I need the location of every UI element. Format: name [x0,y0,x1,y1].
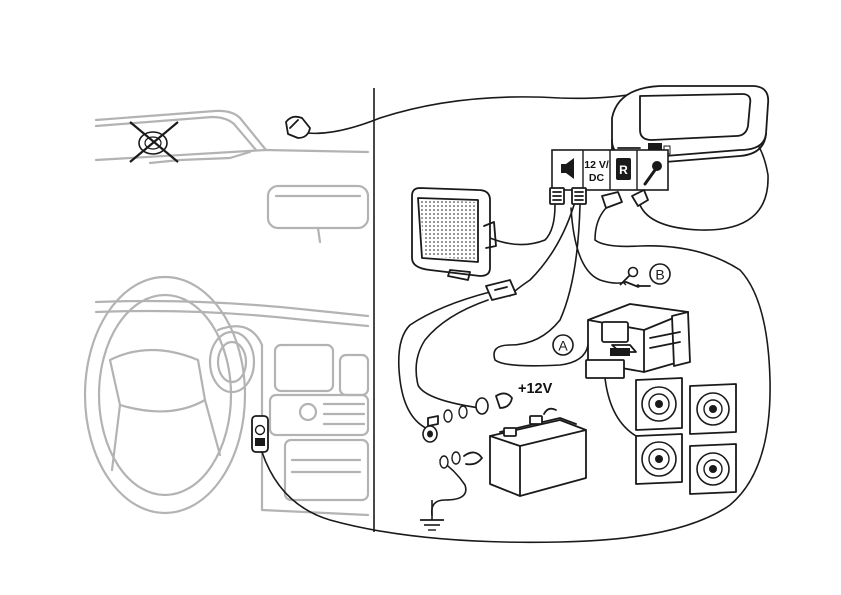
voltage-label: +12V [518,381,553,397]
windshield-microphone [286,117,310,138]
radio-mark: R [619,163,628,177]
car-speaker-4 [690,444,736,494]
car-radio: A [553,304,690,378]
rear-view-mirror [268,186,368,228]
power-socket [252,416,268,452]
car-interior [85,111,368,515]
battery [490,409,586,496]
positive-terminal [428,393,512,426]
car-speaker-2 [690,384,736,434]
negative-terminal [423,426,482,468]
car-speaker-3 [636,434,682,484]
car-speakers [605,378,736,494]
car-speaker-1 [636,378,682,430]
ground-icon [420,500,444,530]
connector-panel: 12 V/ DC R [552,150,668,190]
callout-a-label: A [558,338,568,354]
inline-fuse [486,280,516,300]
external-speaker [412,188,496,280]
ignition-key: B [620,264,670,288]
power-label-dc: DC [589,172,605,184]
callout-b-label: B [655,267,664,283]
air-vent [275,345,333,391]
plug-connectors [550,188,648,208]
power-label: 12 V/ [584,159,609,171]
steering-wheel [85,277,245,513]
radio-icon: R [616,158,631,180]
windshield-frame [96,111,266,160]
